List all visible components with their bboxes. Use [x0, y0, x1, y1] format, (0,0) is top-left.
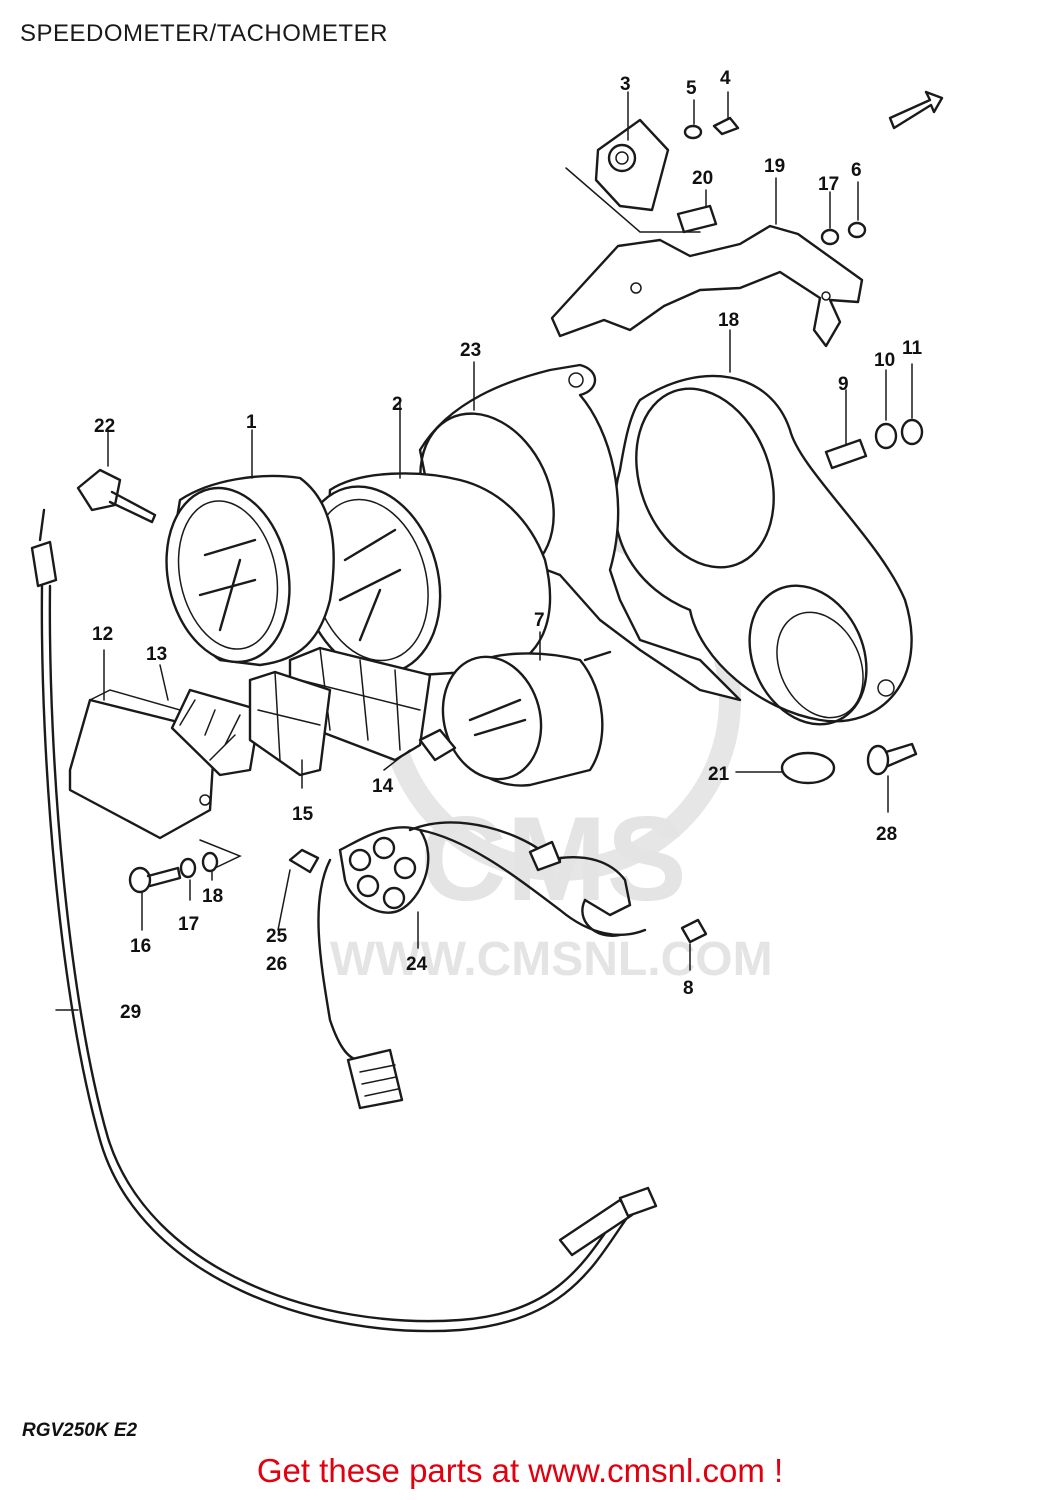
screw-28: [866, 742, 918, 776]
nut-17-top: [820, 228, 840, 246]
label-20: 19: [764, 156, 785, 177]
label-8: 8: [683, 978, 694, 999]
watermark-url: WWW.CMSNL.COM: [330, 933, 773, 986]
washer-18: [201, 851, 219, 873]
part-number-labels: 3 4 5 20 19 17 6 18 23 2 1 22 9 10 11 12…: [92, 68, 923, 1023]
cap-22: [780, 751, 836, 785]
footer-banner[interactable]: Get these parts at www.cmsnl.com !: [0, 1452, 1040, 1490]
bulb-socket-assembly: [528, 840, 632, 937]
front-arrow-icon: [888, 90, 944, 130]
label-22: 21: [708, 764, 730, 785]
label-12: 12: [92, 624, 113, 645]
grommet-21: [676, 204, 718, 234]
label-13: 13: [146, 644, 167, 665]
label-5: 5: [686, 78, 697, 99]
speedometer-1: [165, 474, 335, 667]
model-code: RGV250K E2: [22, 1420, 138, 1441]
label-10: 10: [874, 350, 895, 371]
label-11: 11: [902, 338, 923, 359]
leader-lines: [55, 91, 913, 1011]
speedometer-cable-29: [30, 508, 658, 1333]
screw-8: [680, 918, 708, 944]
label-14: 14: [372, 776, 394, 797]
label-17-top: 17: [818, 174, 839, 195]
label-1: 1: [246, 412, 257, 433]
label-15: 15: [292, 804, 314, 825]
label-17-bottom: 17: [178, 914, 199, 935]
label-3: 3: [620, 74, 631, 95]
label-28: 28: [876, 824, 897, 845]
label-18: 18: [202, 886, 223, 907]
label-25: 24: [406, 954, 428, 975]
label-6: 6: [851, 160, 862, 181]
page-title: SPEEDOMETER/TACHOMETER: [20, 20, 388, 47]
label-7: 7: [534, 610, 545, 631]
label-26: 25: [266, 926, 288, 947]
mount-bracket-3: [565, 118, 701, 233]
washer-17-bottom: [179, 857, 197, 879]
footer-link-text[interactable]: Get these parts at www.cmsnl.com !: [256, 1452, 784, 1489]
label-23: 22: [94, 416, 115, 437]
label-4: 4: [720, 68, 731, 89]
wiring-harness-25: [317, 821, 647, 1110]
drive-gear-23: [76, 468, 157, 524]
screw-16: [128, 866, 182, 894]
bulb-26-27: [288, 848, 320, 874]
label-29: 29: [120, 1002, 141, 1023]
nut-11: [900, 418, 924, 446]
label-19: 18: [718, 310, 739, 331]
meter-housing-19: [613, 374, 913, 726]
label-27: 26: [266, 954, 287, 975]
label-21: 20: [692, 168, 713, 189]
screw-4: [712, 116, 740, 136]
nut-6: [847, 221, 867, 239]
washer-10: [874, 422, 898, 450]
stud-9: [824, 438, 868, 470]
label-9: 9: [838, 374, 849, 395]
washer-5: [683, 124, 703, 140]
indicator-panel-15: [248, 670, 332, 777]
bracket-20: [550, 224, 864, 348]
label-24: 23: [460, 340, 481, 361]
label-2: 2: [392, 394, 403, 415]
bulb-socket-14: [418, 728, 457, 762]
indicator-meter-7: [441, 650, 612, 787]
label-16: 16: [130, 936, 151, 957]
